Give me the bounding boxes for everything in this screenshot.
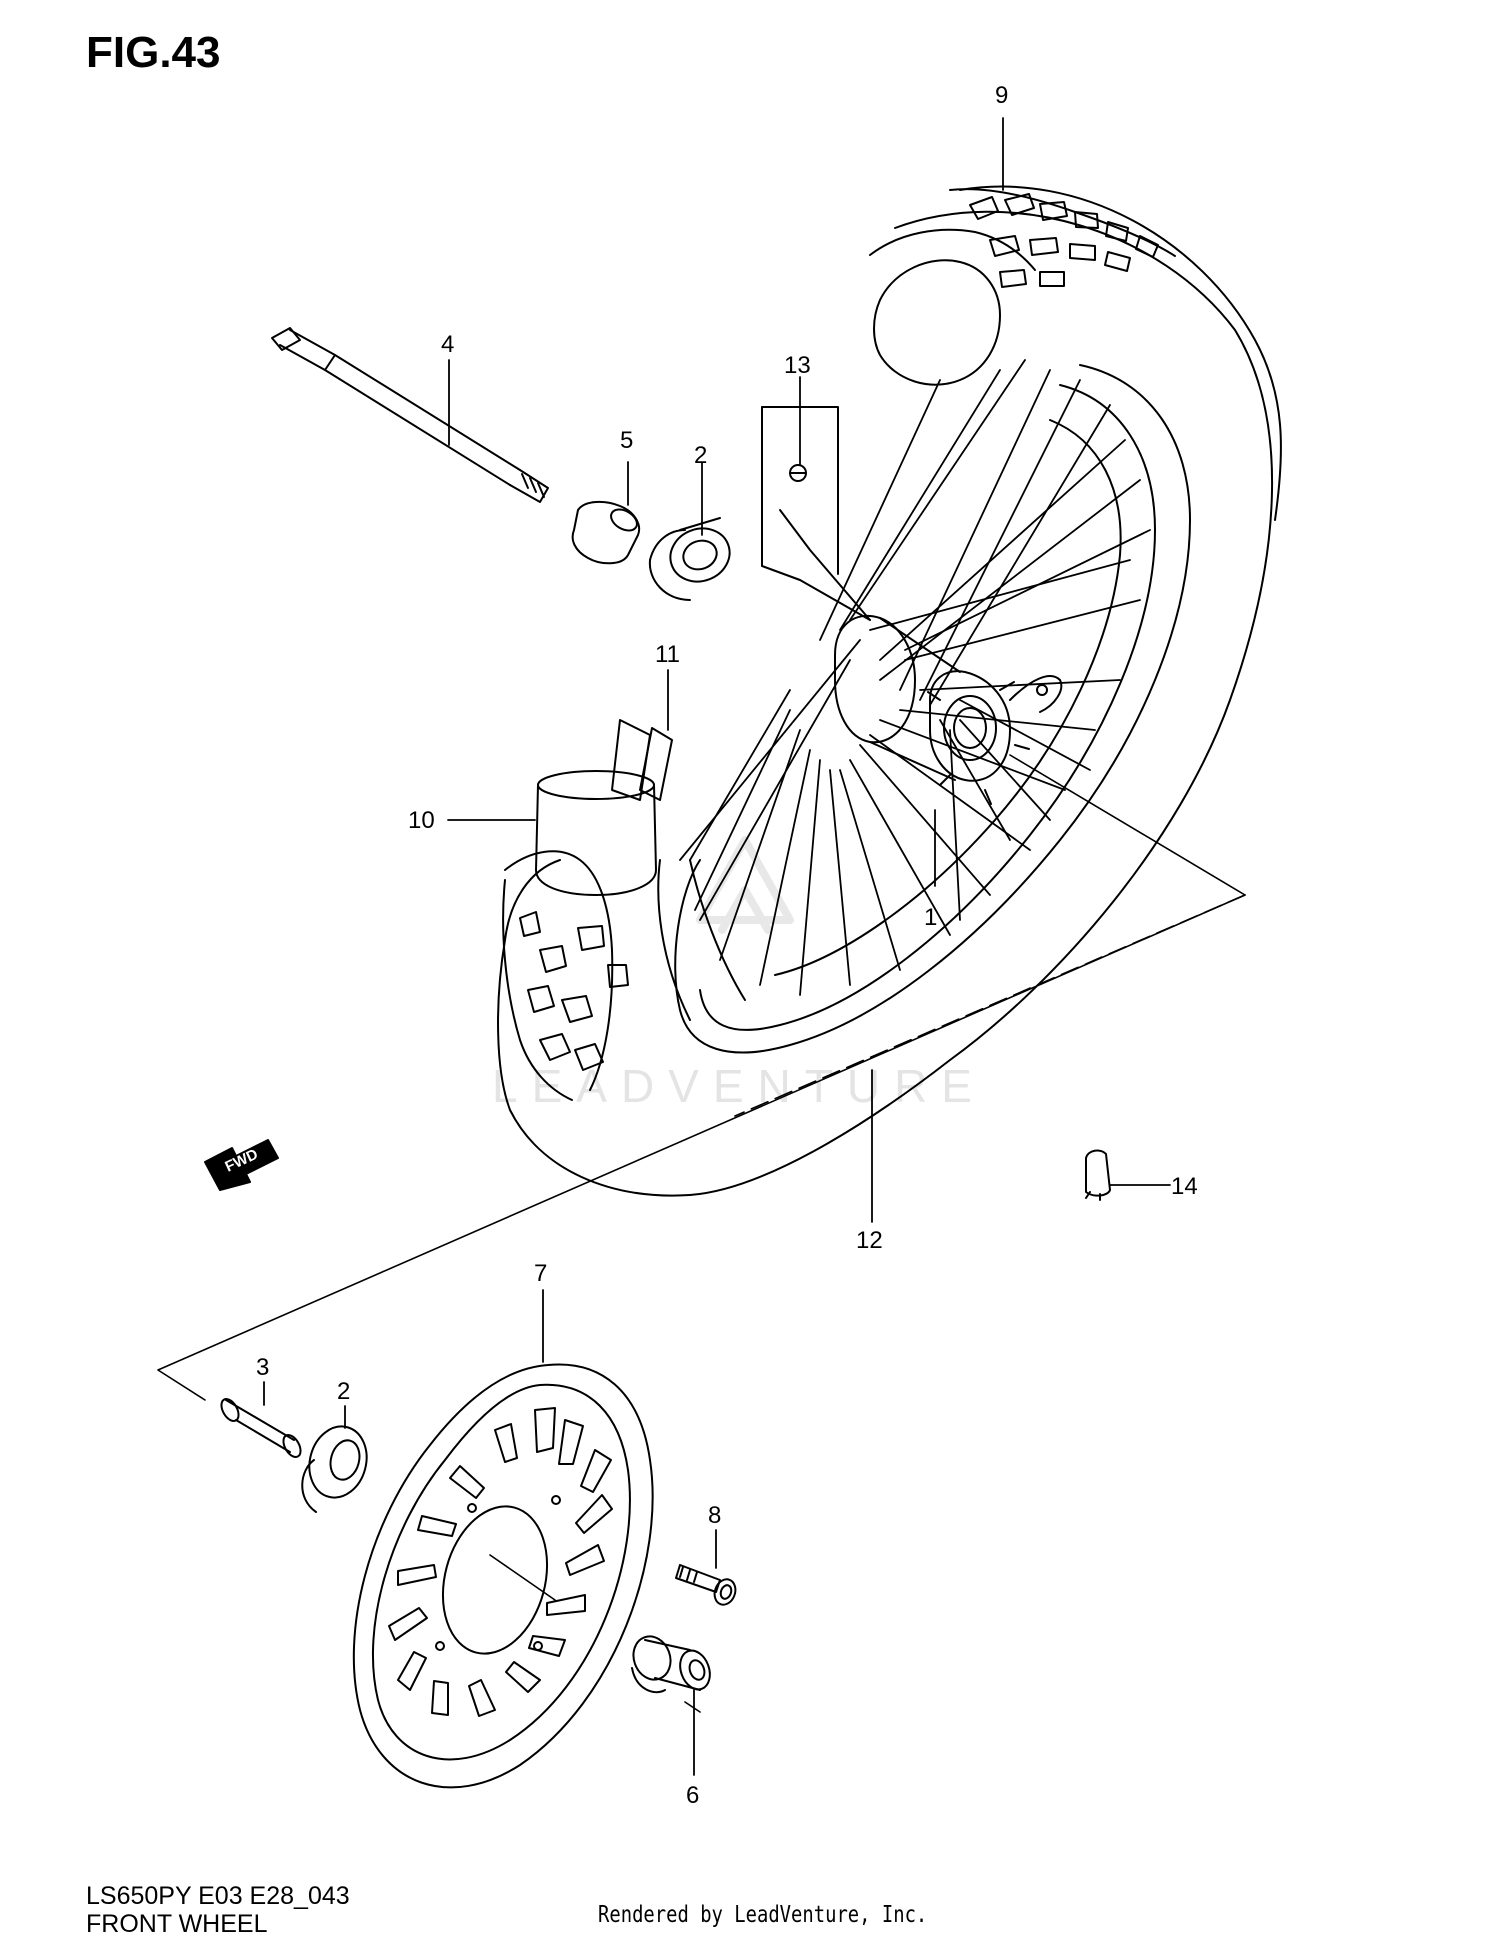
leader-lines: [263, 117, 1171, 1776]
hub: [834, 614, 1063, 805]
watermark-logo: [696, 836, 794, 934]
rim-band: [657, 859, 691, 1021]
valve-cap: [1085, 1149, 1111, 1201]
section-name: FRONT WHEEL: [86, 1910, 268, 1938]
inner-tube: [535, 719, 657, 896]
callout-7: 7: [534, 1260, 547, 1287]
spacer: [571, 500, 640, 565]
axle-spacer: [220, 1398, 302, 1458]
callout-14: 14: [1171, 1173, 1198, 1200]
callout-2-lower: 2: [337, 1378, 350, 1405]
callout-6: 6: [686, 1782, 699, 1809]
callout-numbers: 9 4 13 5 2 11 10 1 12 14 7 3 2 8 6: [256, 82, 1198, 1809]
callout-2-upper: 2: [694, 442, 707, 469]
spokes: [679, 359, 1151, 996]
callout-3: 3: [256, 1354, 269, 1381]
spoke-set: [761, 406, 871, 621]
bearing-upper: [648, 517, 731, 601]
callout-12: 12: [856, 1227, 883, 1254]
callout-4: 4: [441, 331, 454, 358]
model-code: LS650PY E03 E28_043: [86, 1882, 350, 1910]
callout-8: 8: [708, 1502, 721, 1529]
callout-13: 13: [784, 352, 811, 379]
assembly-guide: [157, 754, 1246, 1713]
callout-5: 5: [620, 427, 633, 454]
fwd-arrow-icon: FWD: [204, 1139, 279, 1191]
disc-bolt: [675, 1564, 737, 1606]
axle: [271, 327, 549, 503]
watermark-text: LEADVENTURE: [492, 1060, 986, 1112]
bearing-lower: [301, 1425, 368, 1513]
brake-disc: [352, 1363, 654, 1789]
figure-title: FIG.43: [86, 28, 221, 77]
callout-11: 11: [655, 641, 680, 668]
rim: [674, 364, 1191, 1054]
rendered-by-credit: Rendered by LeadVenture, Inc.: [598, 1902, 928, 1928]
callout-1: 1: [924, 904, 937, 931]
tire: [497, 185, 1282, 1197]
axle-collar: [631, 1635, 711, 1694]
callout-9: 9: [995, 82, 1008, 109]
rim-strip: [639, 727, 673, 801]
callout-10: 10: [408, 807, 435, 834]
